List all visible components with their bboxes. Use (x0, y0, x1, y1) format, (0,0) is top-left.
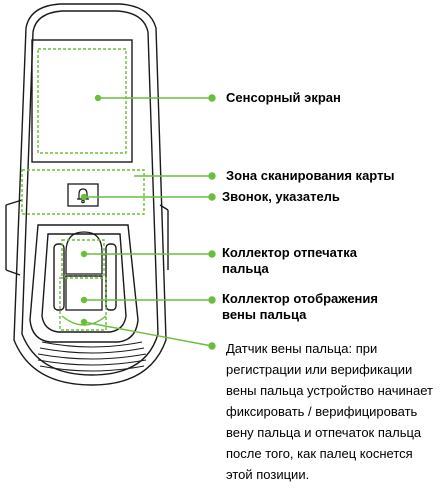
touch-screen-label: Сенсорный экран (226, 90, 341, 105)
vein-highlight (59, 277, 107, 331)
device-vents (37, 341, 147, 372)
touch-screen (31, 39, 133, 163)
fingerprint-label-line2: пальца (222, 261, 269, 276)
touch-screen-highlight (37, 48, 127, 154)
fingerprint-label: Коллектор отпечатка пальца (222, 245, 357, 277)
fingerprint-label-line1: Коллектор отпечатка (222, 245, 357, 260)
sensor-housing (29, 224, 139, 343)
fingerprint-highlight (61, 239, 105, 277)
vein-label-line1: Коллектор отображения (222, 291, 378, 306)
vein-label-line2: вены пальца (222, 307, 307, 322)
bell-indicator-label: Звонок, указатель (222, 189, 340, 204)
fingerprint-collector (61, 231, 105, 277)
card-scan-zone (21, 169, 145, 215)
leader-lines (80, 94, 216, 350)
vein-label: Коллектор отображения вены пальца (222, 291, 378, 323)
bell-indicator-box (67, 183, 99, 207)
card-zone-label: Зона сканирования карты (226, 168, 395, 183)
vein-sensor-note: Датчик вены пальца: при регистрации или … (226, 341, 433, 482)
